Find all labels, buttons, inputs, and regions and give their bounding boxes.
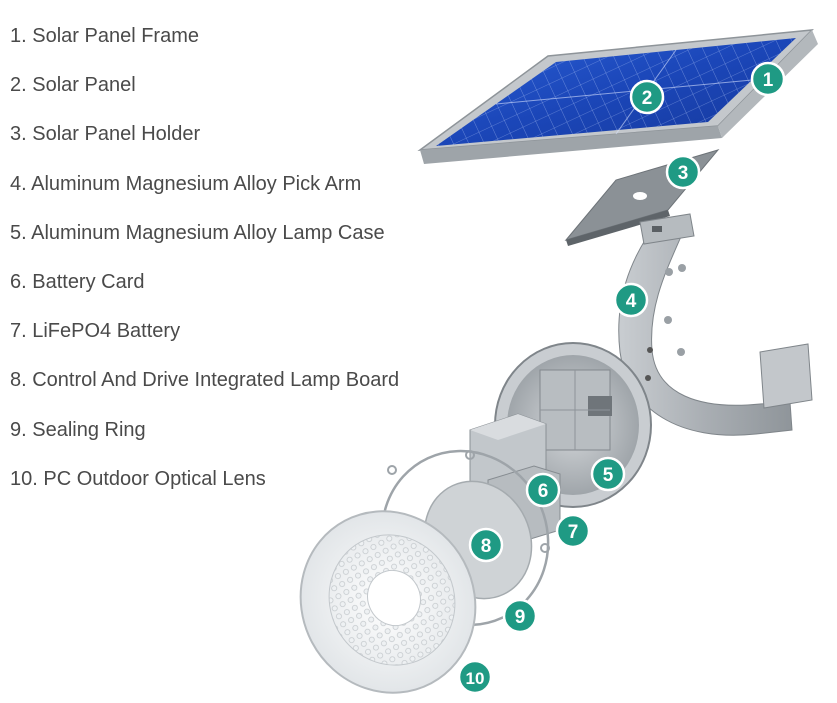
legend-item-lamp-case: 5. Aluminum Magnesium Alloy Lamp Case (10, 221, 385, 244)
svg-text:5: 5 (603, 465, 614, 486)
svg-text:7: 7 (568, 522, 579, 543)
svg-text:4: 4 (626, 291, 637, 312)
badge-3: 3 (665, 154, 701, 190)
badge-10: 10 (457, 659, 493, 695)
svg-text:8: 8 (481, 536, 492, 557)
badge-6: 6 (525, 472, 561, 508)
pick-arm (618, 213, 813, 436)
svg-text:9: 9 (515, 607, 526, 628)
badge-4: 4 (613, 282, 649, 318)
badge-9: 9 (502, 598, 538, 634)
legend-item-solar-panel: 2. Solar Panel (10, 74, 136, 97)
badge-8: 8 (468, 527, 504, 563)
legend-item-sealing-ring: 9. Sealing Ring (10, 418, 146, 441)
solar-panel-cells (436, 38, 796, 146)
svg-text:2: 2 (642, 88, 653, 109)
legend-item-solar-panel-holder: 3. Solar Panel Holder (10, 123, 201, 146)
legend-item-battery-card: 6. Battery Card (10, 270, 145, 293)
badge-1: 1 (750, 61, 786, 97)
parts-legend: 1. Solar Panel Frame 2. Solar Panel 3. S… (10, 24, 399, 516)
legend-item-pick-arm: 4. Aluminum Magnesium Alloy Pick Arm (10, 172, 362, 195)
badge-2: 2 (629, 79, 665, 115)
svg-text:3: 3 (678, 163, 689, 184)
svg-text:10: 10 (466, 669, 485, 688)
legend-item-solar-panel-frame: 1. Solar Panel Frame (10, 25, 199, 47)
optical-lens (299, 510, 477, 694)
legend-item-lifepo4-battery: 7. LiFePO4 Battery (10, 320, 181, 343)
svg-text:1: 1 (763, 70, 774, 91)
legend-item-optical-lens: 10. PC Outdoor Optical Lens (10, 467, 266, 490)
badge-5: 5 (590, 456, 626, 492)
badge-7: 7 (555, 513, 591, 549)
legend-item-lamp-board: 8. Control And Drive Integrated Lamp Boa… (10, 369, 400, 392)
svg-text:6: 6 (538, 481, 549, 502)
